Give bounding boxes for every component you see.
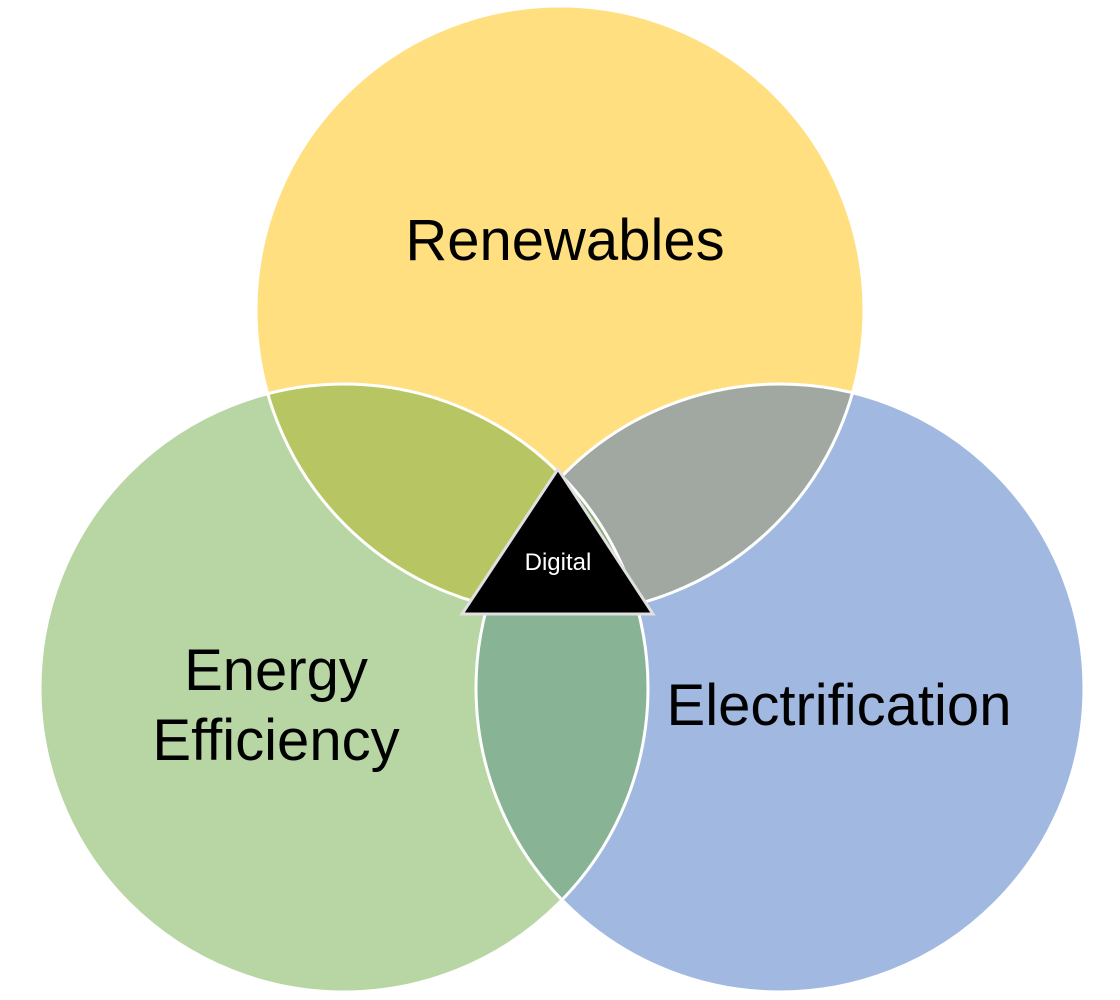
electrification-label: Electrification: [667, 673, 1012, 738]
energy-efficiency-circle: [40, 384, 648, 992]
energy-efficiency-circle-outline: [38, 382, 650, 994]
energy-efficiency-label-line2: Efficiency: [152, 708, 399, 773]
digital-label: Digital: [525, 549, 592, 576]
electrification-circle-outline: [474, 382, 1086, 994]
renewables-label: Renewables: [405, 208, 724, 273]
electrification-circle: [476, 384, 1084, 992]
energy-efficiency-label-line1: Energy: [184, 638, 368, 703]
digital-triangle: [459, 466, 656, 616]
